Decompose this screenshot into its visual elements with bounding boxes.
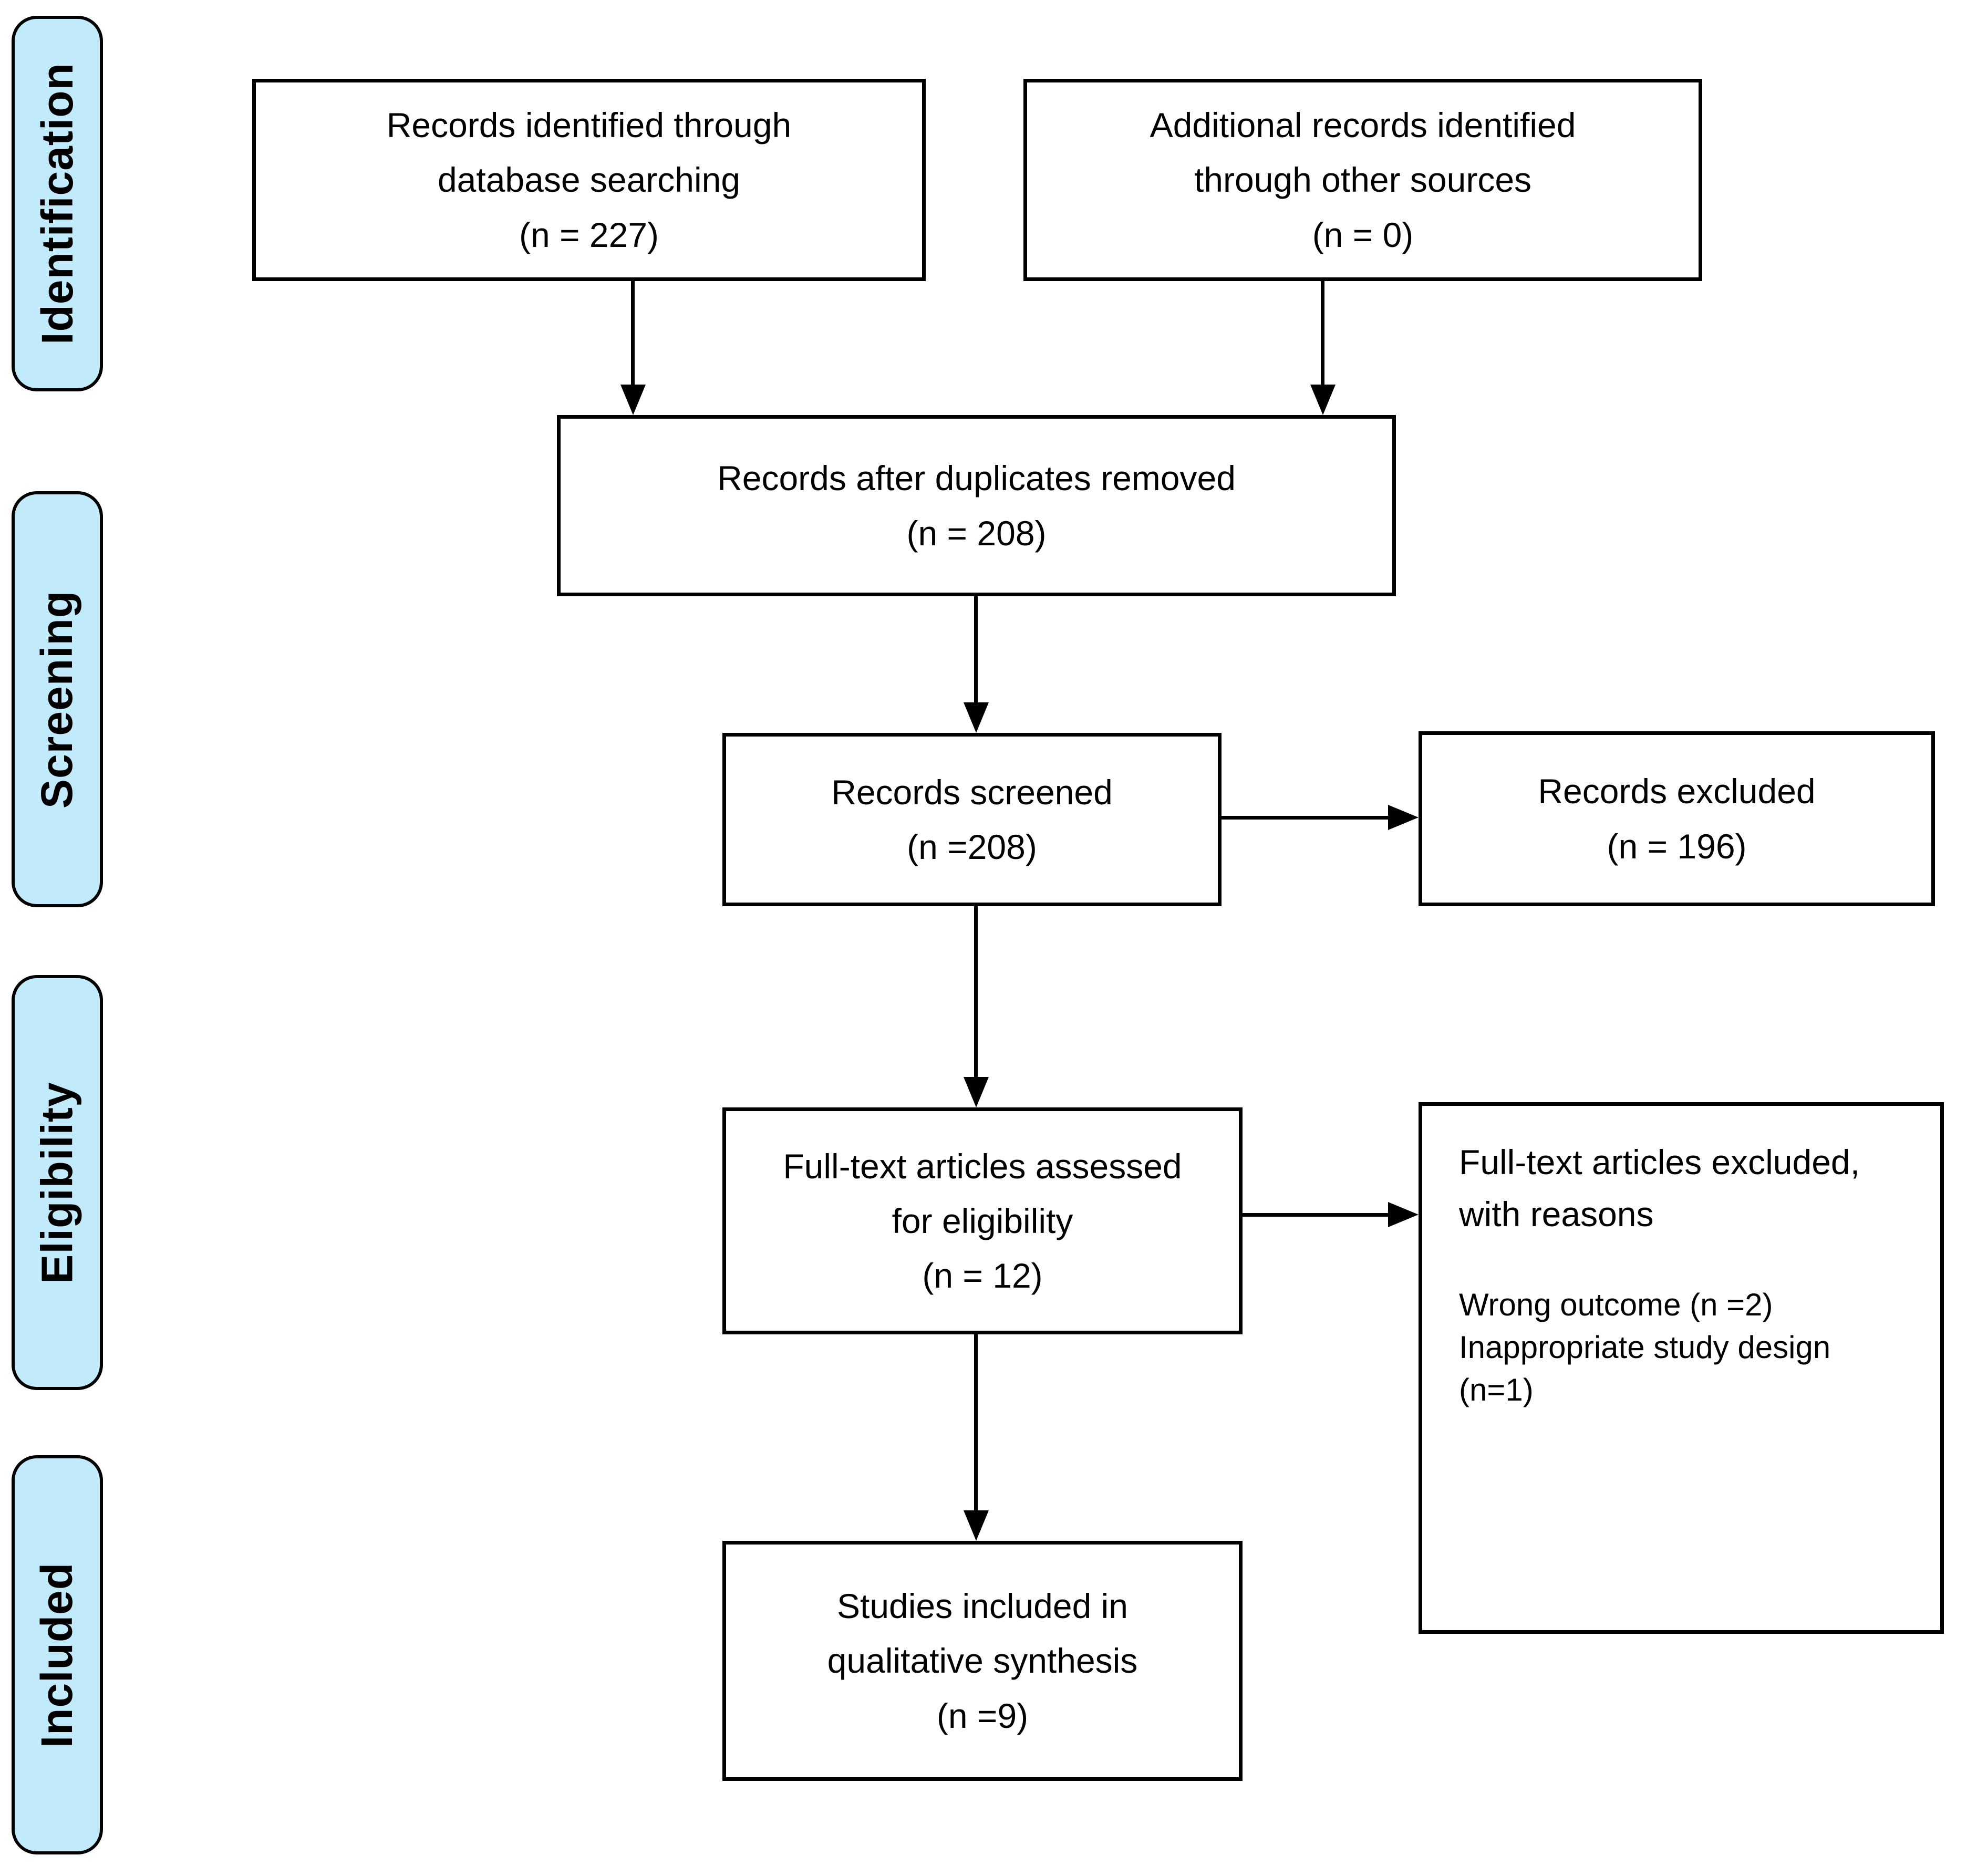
box-line: Wrong outcome (n =2) [1459, 1287, 1773, 1322]
stage-included-label: Included [32, 1562, 82, 1748]
box-line: (n = 0) [1312, 215, 1414, 254]
box-line: (n = 196) [1607, 826, 1747, 866]
box-line: (n = 12) [922, 1256, 1043, 1295]
arrow-screened-to-fulltext [974, 906, 978, 1078]
box-line: Full-text articles assessed [783, 1146, 1182, 1186]
box-line: Full-text articles excluded, [1459, 1143, 1860, 1181]
box-line: through other sources [1194, 160, 1532, 200]
box-line: Inappropriate study design [1459, 1330, 1831, 1365]
box-line: Records excluded [1538, 772, 1816, 811]
box-line: Records identified through [386, 106, 792, 145]
box-additional-records: Additional records identified through ot… [1023, 79, 1702, 281]
arrow-fulltext-to-excluded [1243, 1213, 1389, 1217]
box-duplicates-removed: Records after duplicates removed (n = 20… [557, 415, 1396, 596]
stage-identification: Identification [12, 16, 103, 391]
box-line: database searching [437, 160, 741, 200]
arrow-additional-to-duplicates [1321, 281, 1324, 387]
box-records-screened: Records screened (n =208) [722, 733, 1222, 906]
box-records-excluded: Records excluded (n = 196) [1419, 731, 1935, 906]
box-line: for eligibility [892, 1201, 1073, 1240]
arrowhead-duplicates-to-screened [964, 702, 989, 733]
arrowhead-screened-to-excluded [1388, 805, 1419, 830]
arrowhead-screened-to-fulltext [964, 1077, 989, 1107]
stage-included: Included [12, 1455, 103, 1854]
box-line: (n =208) [907, 827, 1037, 866]
box-line: Records screened [831, 772, 1113, 812]
stage-identification-label: Identification [32, 63, 82, 345]
arrowhead-identified-to-duplicates [620, 385, 646, 415]
stage-eligibility: Eligibility [12, 975, 103, 1390]
box-line: (n =9) [936, 1696, 1029, 1735]
arrow-identified-to-duplicates [631, 281, 635, 387]
box-line: with reasons [1459, 1195, 1654, 1234]
box-line: Additional records identified [1150, 106, 1576, 145]
box-studies-included: Studies included in qualitative synthesi… [722, 1541, 1243, 1781]
arrowhead-fulltext-to-excluded [1388, 1202, 1419, 1227]
box-line: (n = 208) [906, 513, 1047, 553]
box-fulltext-assessed: Full-text articles assessed for eligibil… [722, 1107, 1243, 1334]
box-line: Studies included in [836, 1587, 1129, 1626]
stage-screening-label: Screening [32, 590, 82, 809]
arrow-screened-to-excluded [1222, 816, 1389, 820]
box-line: (n=1) [1459, 1372, 1534, 1407]
stage-eligibility-label: Eligibility [32, 1081, 82, 1284]
arrow-fulltext-to-included [974, 1334, 978, 1511]
arrowhead-fulltext-to-included [964, 1510, 989, 1541]
box-line: (n = 227) [519, 215, 659, 254]
box-records-identified: Records identified through database sear… [252, 79, 926, 281]
exclusion-reasons: Wrong outcome (n =2) Inappropriate study… [1459, 1283, 1830, 1411]
box-line: qualitative synthesis [827, 1641, 1138, 1681]
box-line: Records after duplicates removed [717, 459, 1236, 498]
arrow-duplicates-to-screened [974, 596, 978, 703]
arrowhead-additional-to-duplicates [1310, 385, 1336, 415]
stage-screening: Screening [12, 491, 103, 907]
box-fulltext-excluded: Full-text articles excluded, with reason… [1419, 1102, 1944, 1634]
